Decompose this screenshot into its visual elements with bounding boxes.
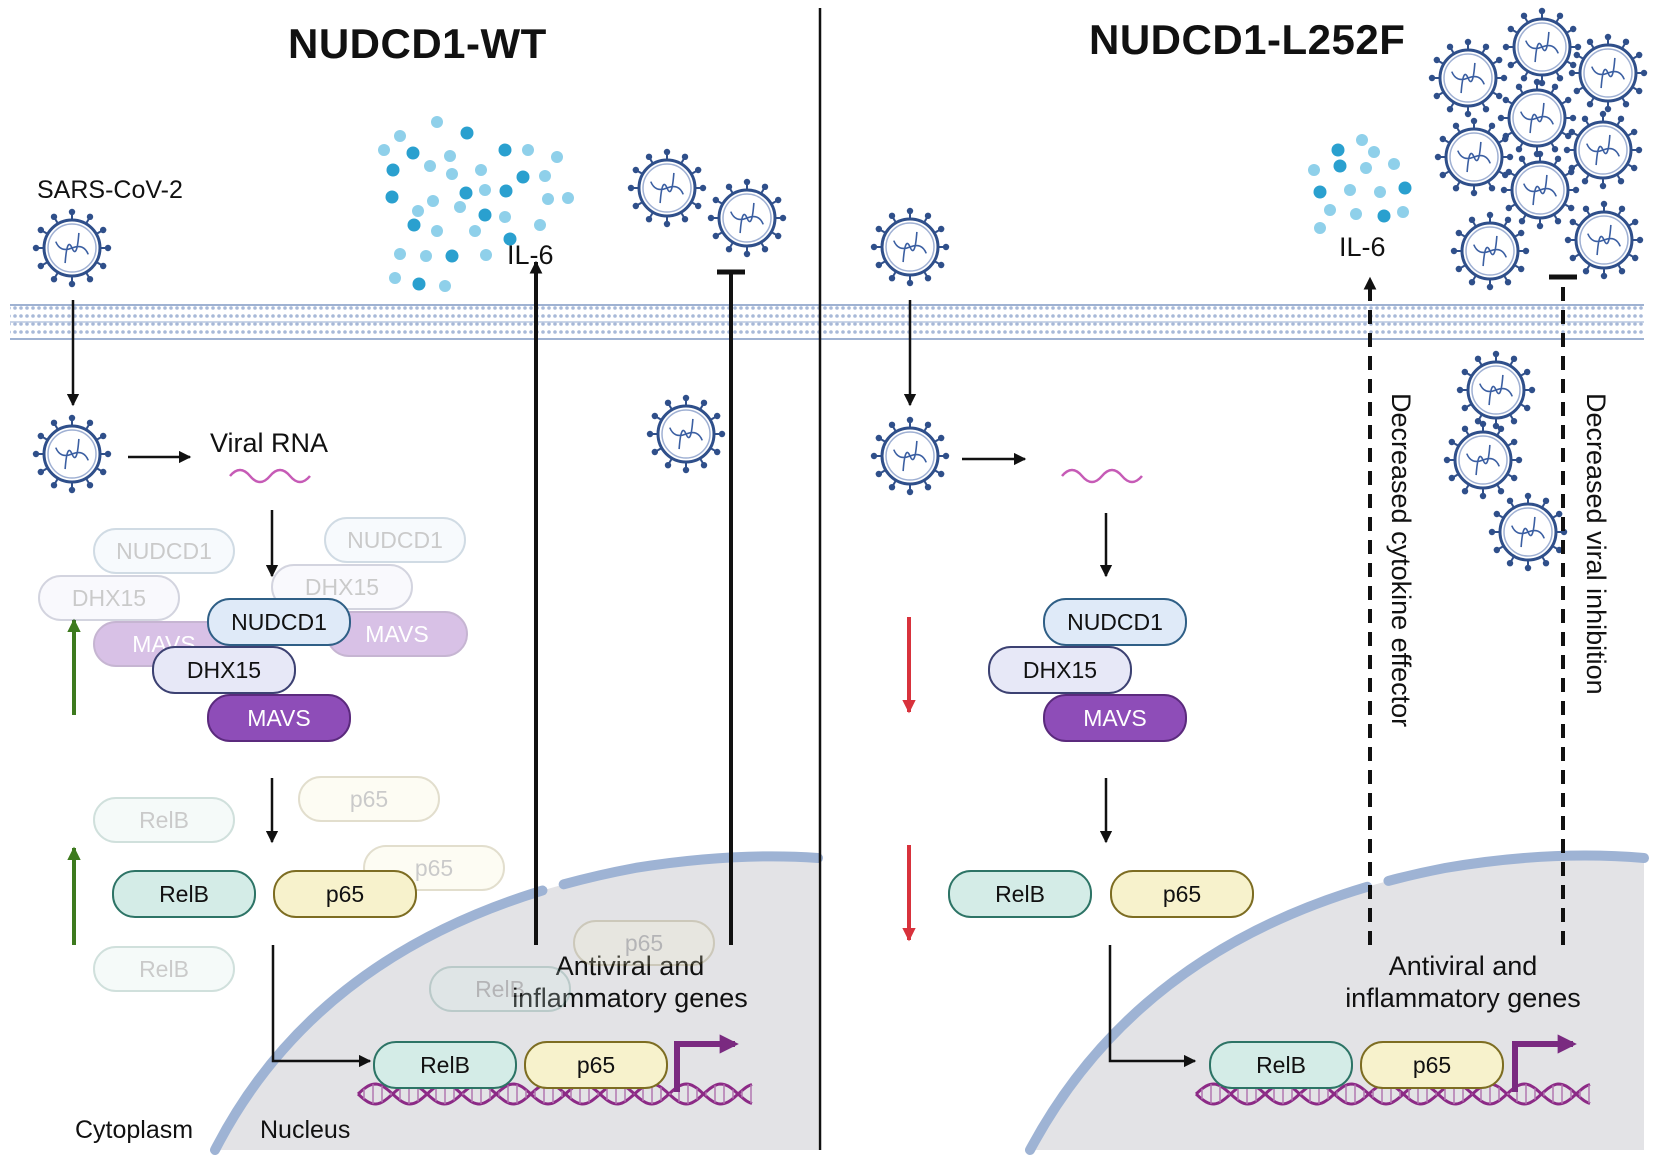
virus-icon [1428, 38, 1508, 118]
viral-rna-label: Viral RNA [210, 428, 329, 458]
virus-icon [32, 208, 112, 288]
viral-rna-left [229, 468, 311, 484]
relb-dna-left: RelB [373, 1041, 517, 1089]
decreased-cytokine-label: Decreased cytokine effector [1386, 393, 1416, 728]
mavs-left: MAVS [207, 694, 351, 742]
virus-icon [627, 148, 707, 228]
right-arrows [902, 274, 1577, 1068]
virus-icon [707, 178, 787, 258]
genes-label-right-line1: Antiviral and [1388, 951, 1538, 981]
p65-faded-nuclear: p65 [573, 920, 715, 966]
nudcd1-faded-1: NUDCD1 [93, 528, 235, 574]
decreased-viral-inhibition-label: Decreased viral inhibition [1581, 393, 1611, 695]
genes-label-right: Antiviral and inflammatory genes [1323, 950, 1603, 1014]
il6-label-left: IL-6 [507, 240, 554, 270]
virus-icon [1488, 492, 1568, 572]
nucleus-left [210, 851, 823, 1155]
relb-dna-right: RelB [1209, 1041, 1353, 1089]
relb-faded-nuclear: RelB [429, 966, 571, 1012]
virus-icon [1443, 420, 1523, 500]
panel-title-wt: NUDCD1-WT [288, 20, 547, 67]
virus-icon [1564, 200, 1644, 280]
relb-left: RelB [112, 870, 256, 918]
virus-icon [1434, 117, 1514, 197]
left-arrows [66, 260, 745, 1068]
virus-icon [32, 414, 112, 494]
dhx15-right: DHX15 [988, 646, 1132, 694]
virus-icon [1456, 350, 1536, 430]
relb-faded-2: RelB [93, 946, 235, 992]
virus-icon [1497, 78, 1577, 158]
panel-title-l252f: NUDCD1-L252F [1089, 16, 1406, 63]
relb-faded-1: RelB [93, 797, 235, 843]
il6-cytokines-right [1308, 134, 1412, 234]
virus-icon [1568, 33, 1648, 113]
p65-left: p65 [273, 870, 417, 918]
transcription-start-right [1512, 1034, 1577, 1092]
dhx15-left: DHX15 [152, 646, 296, 694]
relb-right: RelB [948, 870, 1092, 918]
nudcd1-faded-2: NUDCD1 [324, 517, 466, 563]
il6-label-right: IL-6 [1339, 232, 1386, 262]
virus-particles [32, 7, 1648, 572]
genes-label-right-line2: inflammatory genes [1345, 983, 1581, 1013]
virus-icon [1450, 211, 1530, 291]
viral-rna-right [1061, 468, 1143, 484]
virus-icon [1500, 150, 1580, 230]
dhx15-faded-1: DHX15 [38, 575, 180, 621]
nucleus-label: Nucleus [260, 1116, 351, 1144]
virus-icon [870, 416, 950, 496]
nudcd1-left: NUDCD1 [207, 598, 351, 646]
nudcd1-right: NUDCD1 [1043, 598, 1187, 646]
virus-icon [1563, 110, 1643, 190]
virus-icon [870, 207, 950, 287]
virus-icon [646, 394, 726, 474]
p65-dna-left: p65 [524, 1041, 668, 1089]
sars-cov-2-label: SARS-CoV-2 [37, 176, 183, 204]
p65-dna-right: p65 [1360, 1041, 1504, 1089]
transcription-start-left [674, 1034, 739, 1092]
p65-right: p65 [1110, 870, 1254, 918]
mavs-right: MAVS [1043, 694, 1187, 742]
cell-membrane [10, 304, 1644, 340]
cytoplasm-label: Cytoplasm [75, 1116, 194, 1144]
dna-helix-right [1194, 1082, 1591, 1106]
il6-cytokines-left [378, 116, 574, 292]
virus-icon [1502, 7, 1582, 87]
p65-faded-1: p65 [298, 776, 440, 822]
